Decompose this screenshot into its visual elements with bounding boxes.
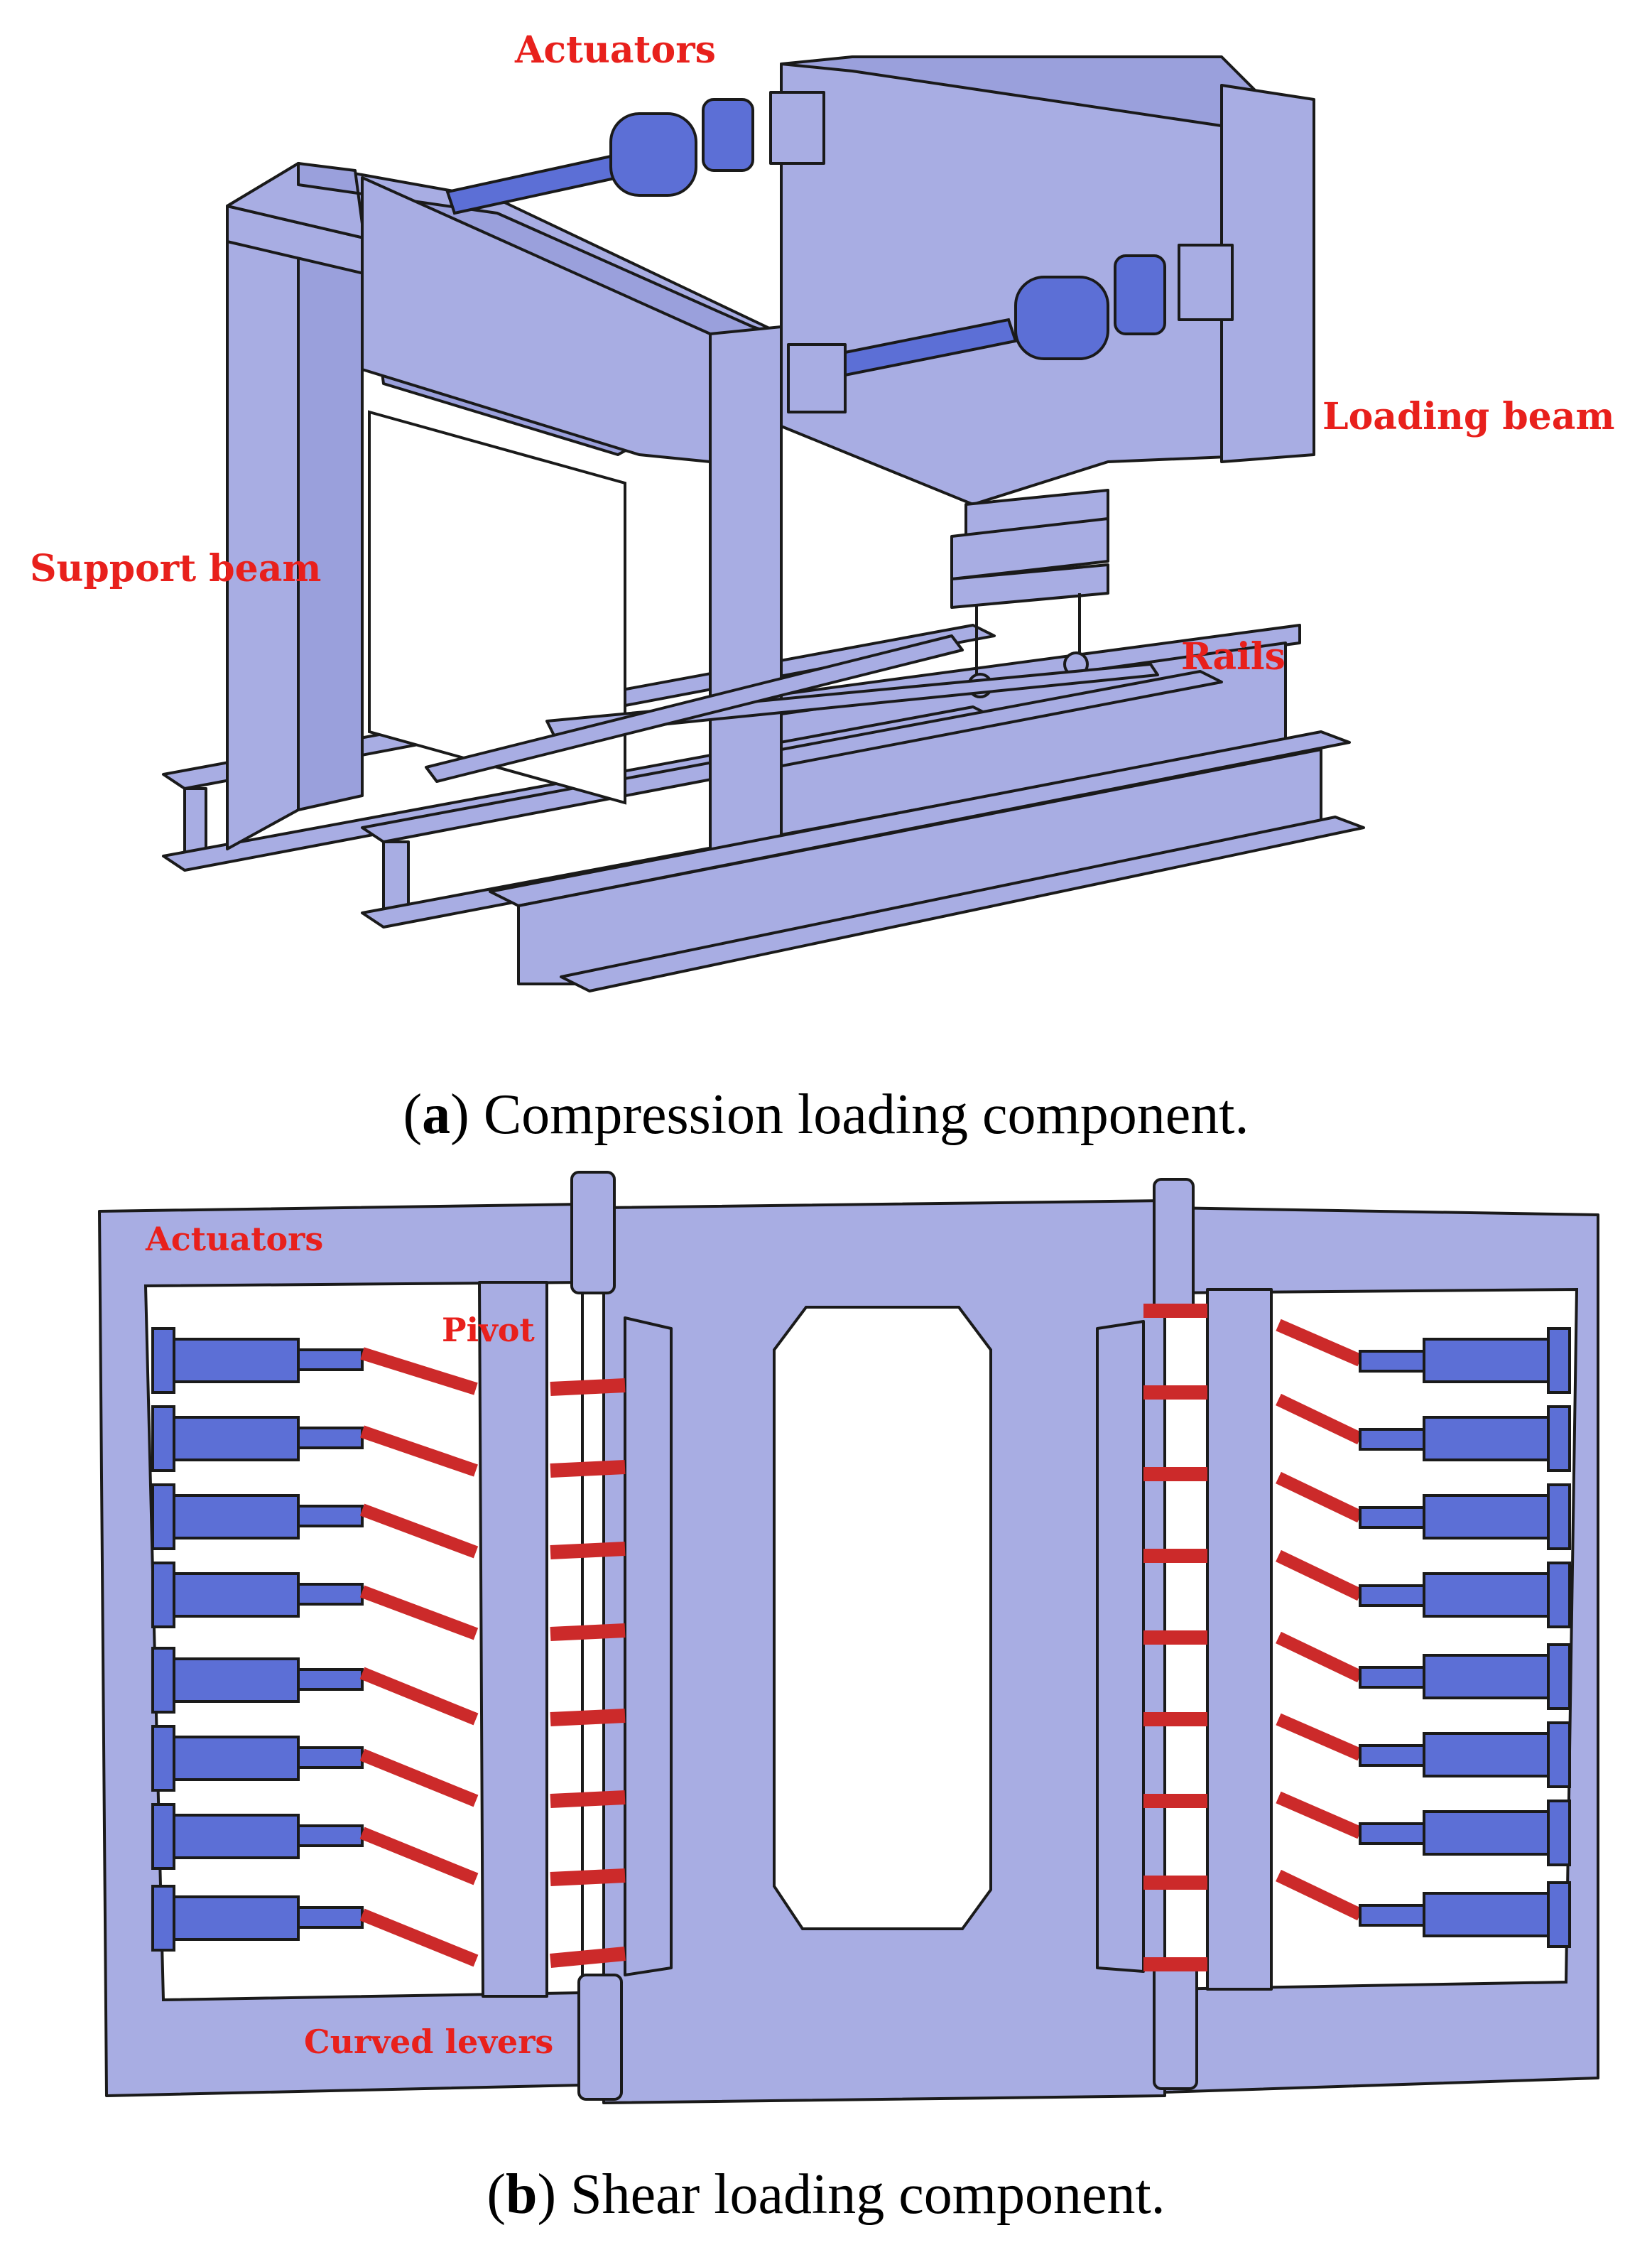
right-actuator	[1276, 1471, 1571, 1550]
clamp-bottom-right	[1153, 1959, 1198, 2090]
label-loading-beam: Loading beam	[1322, 395, 1614, 438]
left-actuator-array	[151, 1327, 479, 1967]
left-pivot-levers	[550, 1378, 626, 1968]
right-actuator	[1276, 1631, 1571, 1710]
right-actuator	[1276, 1713, 1571, 1788]
label-actuators-b: Actuators	[145, 1220, 323, 1258]
right-actuator	[1276, 1869, 1571, 1948]
actuator-upper	[445, 91, 825, 215]
label-rails: Rails	[1181, 635, 1286, 678]
clamp-bottom-left	[577, 1974, 623, 2101]
left-actuator	[151, 1562, 479, 1640]
right-inner-beam	[1096, 1320, 1145, 1973]
left-pivot-beam	[478, 1281, 548, 1998]
right-actuator	[1276, 1319, 1571, 1394]
label-curved-levers: Curved levers	[304, 2023, 553, 2061]
caption-a-text: Compression loading component.	[469, 1083, 1249, 1146]
clamp-top-left	[570, 1171, 616, 1294]
left-actuator	[151, 1483, 479, 1559]
left-actuator	[151, 1803, 479, 1885]
caption-b-letter: b	[506, 2163, 538, 2226]
caption-a-letter: a	[422, 1083, 450, 1146]
central-opening	[773, 1306, 992, 1930]
right-actuator	[1276, 1791, 1571, 1866]
support-beam	[226, 162, 783, 904]
left-actuator	[151, 1885, 479, 1967]
right-actuator	[1276, 1549, 1571, 1628]
label-support-beam: Support beam	[30, 547, 321, 590]
right-pivot-beam	[1206, 1288, 1273, 1991]
clamp-top-right	[1153, 1178, 1195, 1312]
front-i-beam	[489, 730, 1365, 992]
right-pivot-levers	[1143, 1304, 1207, 1971]
right-actuator-array	[1276, 1319, 1571, 1948]
rails	[425, 634, 1159, 783]
actuator-lower	[787, 244, 1234, 413]
caption-b: (b) Shear loading component.	[487, 2163, 1165, 2226]
label-pivot: Pivot	[442, 1311, 535, 1349]
caption-b-text: Shear loading component.	[556, 2163, 1165, 2226]
right-actuator	[1276, 1393, 1571, 1472]
left-actuator	[151, 1327, 478, 1395]
left-inner-beam	[624, 1316, 673, 1976]
label-actuators-a: Actuators	[514, 28, 716, 72]
caption-a: (a) Compression loading component.	[403, 1083, 1249, 1146]
shear-rig: Actuators Pivot Curved levers	[98, 1171, 1599, 2104]
left-actuator	[151, 1647, 479, 1726]
compression-rig: Actuators Loading beam Support beam Rail…	[30, 28, 1614, 992]
left-actuator	[151, 1405, 478, 1477]
left-actuator	[151, 1725, 479, 1807]
